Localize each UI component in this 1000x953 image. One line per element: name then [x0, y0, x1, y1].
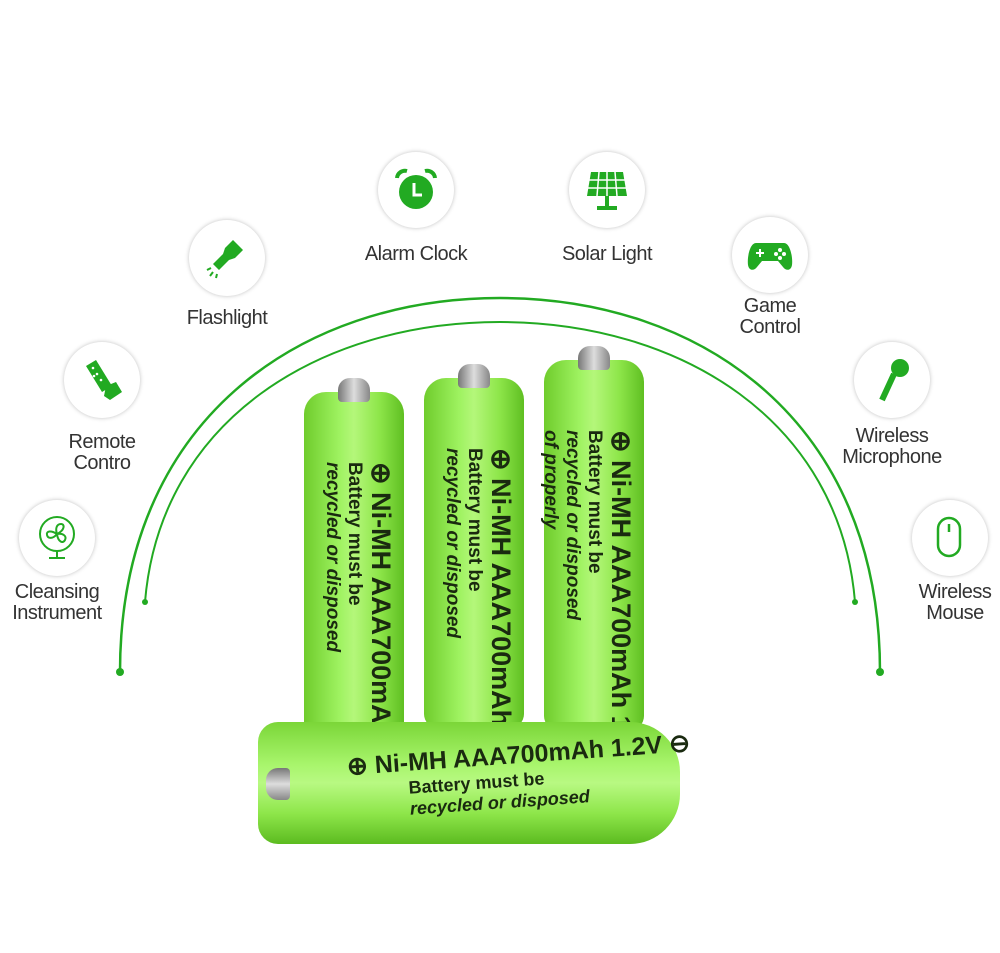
flashlight-label: Flashlight	[186, 307, 268, 329]
alarm-clock-icon	[395, 168, 437, 209]
battery-terminal	[338, 378, 370, 402]
wireless-microphone-circle	[854, 342, 930, 418]
alarm-clock-circle	[378, 152, 454, 228]
battery-label: ⊕ Ni-MH AAA700mAh 1.2V Battery must be r…	[540, 430, 636, 772]
remote-control-circle	[64, 342, 140, 418]
solar-panel-icon	[587, 171, 627, 210]
battery-left: ⊕ Ni-MH AAA700mAh 1.2V Battery must be r…	[304, 378, 404, 803]
mouse-icon	[936, 516, 962, 558]
flashlight-icon	[206, 240, 243, 279]
fan-icon	[39, 516, 75, 559]
battery-terminal	[578, 346, 610, 370]
battery-right: ⊕ Ni-MH AAA700mAh 1.2V Battery must be r…	[540, 346, 644, 771]
remote-control-icon	[86, 360, 122, 400]
battery-label: ⊕ Ni-MH AAA700mAh 1.2V ⊖ Battery must be…	[345, 729, 691, 819]
wireless-mouse-circle	[912, 500, 988, 576]
battery-terminal	[266, 768, 290, 800]
flashlight-circle	[189, 220, 265, 296]
battery-middle: ⊕ Ni-MH AAA700mAh 1.2V Battery must be r…	[424, 364, 524, 789]
gamepad-icon	[747, 243, 793, 270]
cleansing-instrument-circle	[19, 500, 95, 576]
battery-terminal	[458, 364, 490, 388]
battery-horizontal: ⊕ Ni-MH AAA700mAh 1.2V ⊖ Battery must be…	[258, 722, 691, 844]
game-control-circle	[732, 217, 808, 293]
solar-light-circle	[569, 152, 645, 228]
alarm-clock-label: Alarm Clock	[364, 243, 468, 265]
microphone-icon	[879, 359, 909, 402]
solar-light-label: Solar Light	[561, 243, 653, 265]
